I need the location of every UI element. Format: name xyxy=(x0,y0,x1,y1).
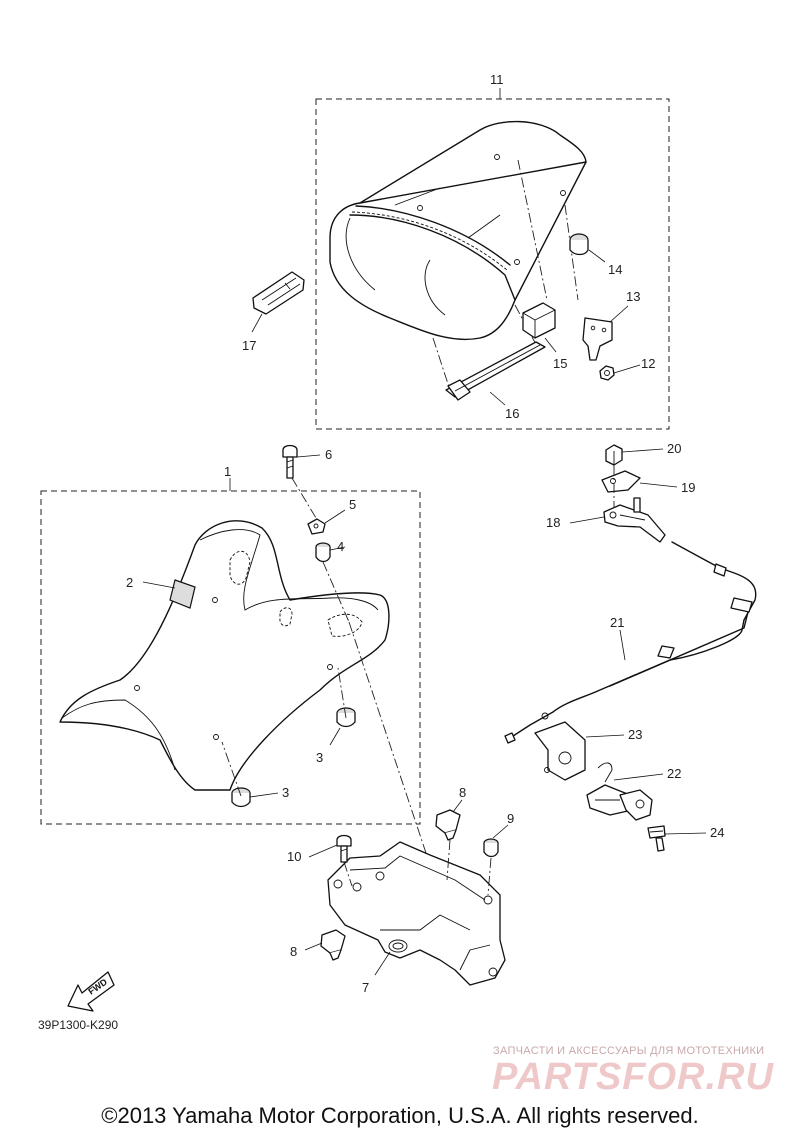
plate-part-19 xyxy=(601,470,641,493)
callout-11: 11 xyxy=(490,72,504,87)
damper-part-14 xyxy=(569,233,589,256)
callout-4: 4 xyxy=(337,539,344,554)
callout-13: 13 xyxy=(626,289,640,304)
callout-21: 21 xyxy=(610,615,624,630)
strap-part-16 xyxy=(445,341,546,401)
callout-20: 20 xyxy=(667,441,681,456)
bolt-part-10 xyxy=(336,834,352,863)
bumper-part-8-lower xyxy=(320,929,346,961)
front-seat-group: 1 2 3 3 xyxy=(40,464,421,825)
rear-seat-group: 11 14 xyxy=(315,72,670,430)
front-seat-cushion xyxy=(59,520,390,791)
callout-16: 16 xyxy=(505,406,519,421)
bolt-part-6 xyxy=(282,444,298,479)
callout-6: 6 xyxy=(325,447,332,462)
cap-part-9 xyxy=(483,838,499,858)
seat-lock-cable-part-21 xyxy=(504,541,757,744)
diagram-code: 39P1300-K290 xyxy=(38,1018,119,1032)
callout-5: 5 xyxy=(349,497,356,512)
collar-part-5 xyxy=(307,518,326,535)
callout-24: 24 xyxy=(710,825,724,840)
watermark-tagline: ЗАПЧАСТИ И АКСЕССУАРЫ ДЛЯ МОТОТЕХНИКИ xyxy=(493,1045,765,1057)
grommet-part-4 xyxy=(315,542,331,563)
callout-23: 23 xyxy=(628,727,642,742)
bumper-part-8-upper xyxy=(435,809,461,841)
callout-3-left: 3 xyxy=(282,785,289,800)
lock-cylinder-part-22 xyxy=(586,762,653,821)
callout-18: 18 xyxy=(546,515,560,530)
callout-8-lower: 8 xyxy=(290,944,297,959)
damper-block-part-15 xyxy=(522,302,556,339)
callout-9: 9 xyxy=(507,811,514,826)
fwd-arrow-icon: FWD xyxy=(67,971,115,1012)
callout-7: 7 xyxy=(362,980,369,995)
callout-1: 1 xyxy=(224,464,231,479)
nut-part-20 xyxy=(605,444,623,466)
callout-8-upper: 8 xyxy=(459,785,466,800)
rear-seat-group-box xyxy=(315,98,670,430)
callout-15: 15 xyxy=(553,356,567,371)
bracket-part-23 xyxy=(534,721,586,781)
damper-part-3-right xyxy=(336,707,356,728)
callout-10: 10 xyxy=(287,849,301,864)
watermark-logo: PARTSFOR.RU xyxy=(492,1056,774,1098)
callout-17: 17 xyxy=(242,338,256,353)
callout-3-right: 3 xyxy=(316,750,323,765)
seat-bracket-part-7 xyxy=(327,841,506,986)
callout-12: 12 xyxy=(641,356,655,371)
lock-assembly-part-18 xyxy=(603,497,666,543)
callout-19: 19 xyxy=(681,480,695,495)
damper-part-3-left xyxy=(231,787,251,808)
bracket-part-13 xyxy=(582,317,613,361)
copyright-notice: ©2013 Yamaha Motor Corporation, U.S.A. A… xyxy=(101,1103,699,1128)
front-seat-group-box xyxy=(40,490,421,825)
holder-part-17 xyxy=(252,271,305,315)
callout-22: 22 xyxy=(667,766,681,781)
callout-2: 2 xyxy=(126,575,133,590)
label-part-2 xyxy=(169,579,196,609)
screw-part-24 xyxy=(647,825,666,852)
nut-part-12 xyxy=(599,365,615,381)
callout-14: 14 xyxy=(608,262,622,277)
rear-seat-cushion xyxy=(329,120,587,341)
